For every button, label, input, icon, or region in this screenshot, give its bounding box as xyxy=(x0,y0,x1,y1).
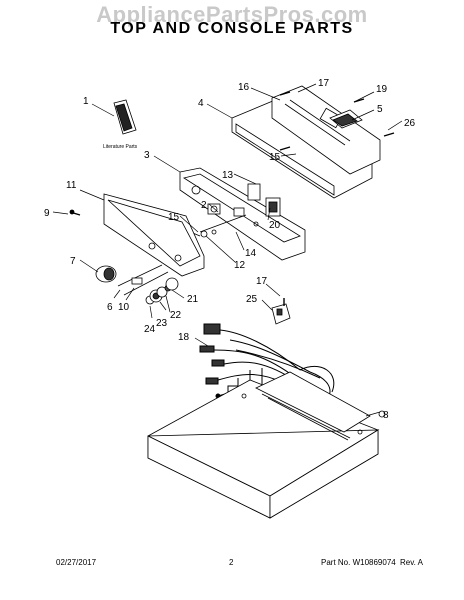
callout-19: 19 xyxy=(376,84,388,95)
callout-26: 26 xyxy=(404,118,416,129)
callout-18: 18 xyxy=(178,332,190,343)
callout-14: 14 xyxy=(245,248,257,259)
callout-23: 23 xyxy=(156,318,168,329)
watermark: AppliancePartsPros.com xyxy=(96,2,368,27)
callout-24: 24 xyxy=(144,324,156,335)
callout-22: 22 xyxy=(170,310,182,321)
wire-bracket xyxy=(271,298,291,325)
footer-part-number: Part No. W10869074 xyxy=(321,558,396,567)
callout-1: 1 xyxy=(83,96,89,107)
callout-8: 8 xyxy=(383,410,389,421)
leader-lines xyxy=(52,83,403,417)
footer-date: 02/27/2017 xyxy=(56,558,97,567)
callout-15b: 15 xyxy=(168,212,180,223)
callout-7: 7 xyxy=(70,256,76,267)
switch-assembly xyxy=(175,203,247,238)
callout-11: 11 xyxy=(66,180,77,191)
footer-page-number: 2 xyxy=(229,558,234,567)
callout-12: 12 xyxy=(234,260,246,271)
callout-13: 13 xyxy=(222,170,234,181)
callout-21: 21 xyxy=(187,294,199,305)
callout-15a: 15 xyxy=(269,152,281,163)
callout-3: 3 xyxy=(144,150,150,161)
console-lower-panel xyxy=(103,193,205,277)
callout-20: 20 xyxy=(269,220,281,231)
callout-17a: 17 xyxy=(318,78,330,89)
callout-6: 6 xyxy=(107,302,113,313)
callout-2: 2 xyxy=(201,200,207,211)
page-title: TOP AND CONSOLE PARTS xyxy=(110,20,354,37)
top-panel xyxy=(147,371,386,519)
callout-4: 4 xyxy=(198,98,204,109)
control-knob xyxy=(95,265,117,283)
footer-revision: Rev. A xyxy=(400,558,423,567)
callout-17b: 17 xyxy=(256,276,268,287)
callout-25: 25 xyxy=(246,294,258,305)
callout-16: 16 xyxy=(238,82,250,93)
callout-5: 5 xyxy=(377,104,383,115)
control-bracket xyxy=(329,109,363,129)
callout-10: 10 xyxy=(118,302,130,313)
knob-hardware xyxy=(117,264,179,305)
callout-9: 9 xyxy=(44,208,50,219)
console-back-cover xyxy=(271,85,381,175)
literature-label: Literature Parts xyxy=(103,144,138,150)
literature-booklet xyxy=(113,99,137,135)
